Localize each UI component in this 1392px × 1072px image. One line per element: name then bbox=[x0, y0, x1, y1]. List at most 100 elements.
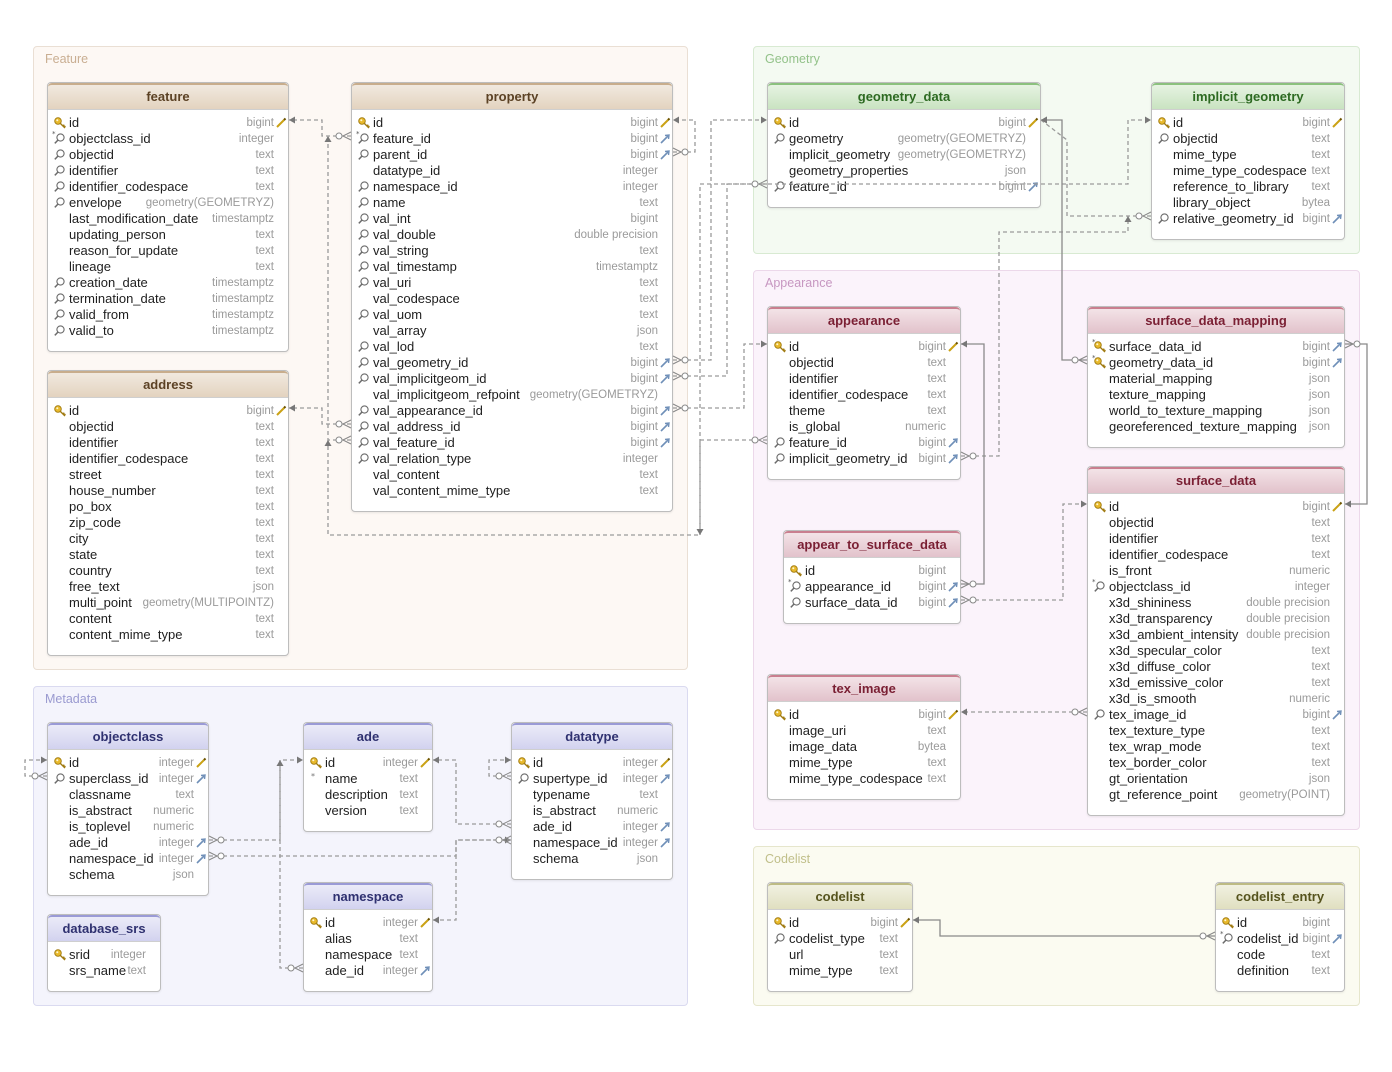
table-title[interactable]: tex_image bbox=[768, 675, 960, 702]
table-title[interactable]: address bbox=[48, 371, 288, 398]
relation-appear-to-surface-data-surface-data-id[interactable] bbox=[960, 500, 1087, 605]
table-title[interactable]: datatype bbox=[512, 723, 672, 750]
relation-property-val-appearance-id[interactable] bbox=[672, 340, 767, 413]
table-title[interactable]: namespace bbox=[304, 883, 432, 910]
table-title[interactable]: appearance bbox=[768, 307, 960, 334]
relation-property-val-feature-id[interactable] bbox=[324, 136, 352, 445]
relation-property-feature-id[interactable] bbox=[289, 116, 352, 141]
table-title[interactable]: appear_to_surface_data bbox=[784, 531, 960, 558]
relation-appearance-implicit-geometry-id[interactable] bbox=[960, 216, 1132, 461]
relation-objectclass-ade-id[interactable] bbox=[208, 756, 303, 845]
table-title[interactable]: ade bbox=[304, 723, 432, 750]
relation-geometry-data-feature-id[interactable] bbox=[324, 179, 768, 536]
relation-namespace-ade-id[interactable] bbox=[276, 760, 304, 973]
relation-surface-data-mapping-geometry-data-id[interactable] bbox=[1041, 116, 1088, 365]
relation-implicit-geometry-relative-geometry-id[interactable] bbox=[1040, 116, 1152, 221]
table-title[interactable]: property bbox=[352, 83, 672, 110]
relation-appear-to-surface-data-appearance-id[interactable] bbox=[960, 340, 985, 589]
relation-datatype-ade-id[interactable] bbox=[433, 756, 512, 829]
